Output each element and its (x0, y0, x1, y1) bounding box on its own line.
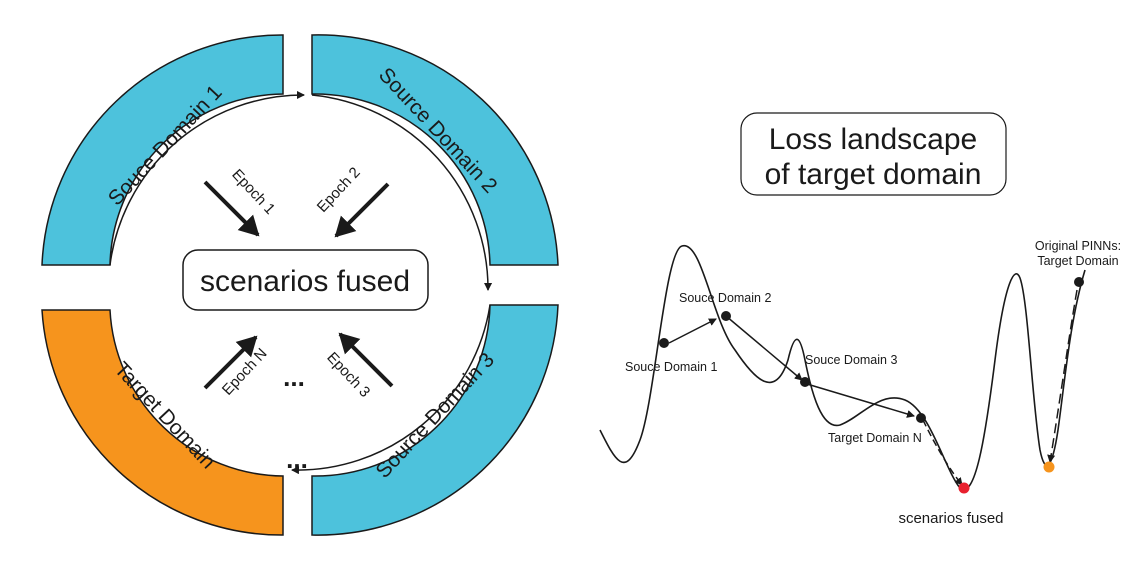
landscape-title-line-1: Loss landscape (769, 123, 977, 156)
loss-curve (599, 245, 1086, 491)
step-sd2-to-sd3 (725, 315, 803, 381)
dashed-descent (922, 419, 963, 486)
epoch-n-arrow (203, 335, 258, 390)
center-box (182, 249, 429, 311)
epoch-3-arrow (338, 332, 394, 388)
ellipsis-inner: ... (283, 362, 305, 392)
point-sd2 (721, 311, 731, 321)
label-scenarios-fused: scenarios fused (898, 510, 1003, 527)
ring-diagram: Souce Domain 1 Source Domain 2 Source Do… (41, 34, 559, 536)
point-fused (958, 482, 970, 494)
label-sd3: Souce Domain 3 (805, 353, 897, 367)
label-tdn: Target Domain N (828, 431, 922, 445)
label-sd2: Souce Domain 2 (679, 291, 771, 305)
epoch-3-label: Epoch 3 (323, 349, 373, 401)
pinn-descent (1047, 289, 1078, 463)
label-pinn-line-1: Original PINNs: (1035, 239, 1121, 253)
segment-souce-domain-1 (41, 34, 284, 266)
step-sd3-to-tdn (806, 383, 915, 418)
arc-sd3-to-target (291, 304, 491, 475)
loss-landscape: Loss landscape of target domain Souce Do… (599, 112, 1121, 527)
epoch-1-arrow (203, 180, 260, 237)
landscape-title-box (740, 112, 1007, 196)
point-tdn (916, 413, 926, 423)
point-sd1 (659, 338, 669, 348)
label-pinn-line-2: Target Domain (1037, 254, 1118, 268)
label-sd1: Souce Domain 1 (625, 360, 717, 374)
epoch-2-label: Epoch 2 (314, 164, 364, 216)
epoch-n-label: Epoch N (219, 345, 271, 399)
segment-target-domain (41, 309, 284, 536)
arc-sd1-to-sd2 (109, 90, 305, 266)
point-pinn-start (1074, 277, 1084, 287)
point-pinn-end (1043, 461, 1055, 473)
center-label: scenarios fused (200, 265, 410, 298)
segment-source-domain-3 (311, 304, 559, 536)
epoch-2-arrow (334, 182, 390, 238)
step-sd1-to-sd2 (668, 318, 717, 344)
arc-sd2-to-sd3 (311, 94, 493, 291)
ellipsis-outer: ... (286, 444, 308, 474)
landscape-title-line-2: of target domain (765, 158, 982, 191)
point-sd3 (800, 377, 810, 387)
segment-source-domain-2 (311, 34, 559, 266)
